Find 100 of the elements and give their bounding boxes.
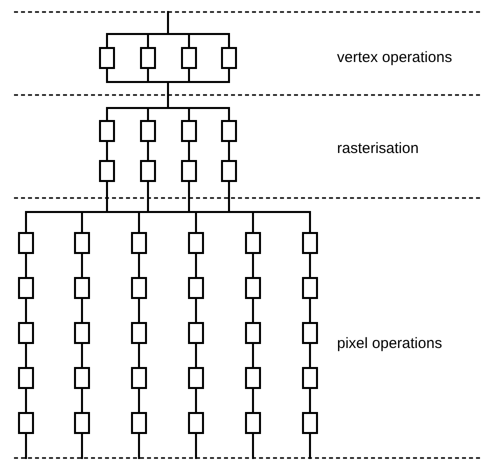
process-box (181, 160, 197, 182)
stage-label: rasterisation (337, 140, 419, 157)
connector-line (81, 211, 108, 213)
process-box (99, 160, 115, 182)
connector-line (25, 388, 27, 413)
connector-line (188, 33, 197, 35)
connector-line (106, 107, 108, 121)
connector-line (147, 181, 149, 213)
process-box (18, 412, 34, 434)
process-box (188, 412, 204, 434)
process-box (18, 232, 34, 254)
connector-line (81, 211, 83, 233)
connector-line (228, 33, 230, 48)
connector-line (25, 433, 27, 459)
connector-line (195, 211, 230, 213)
connector-line (228, 181, 230, 213)
connector-line (138, 253, 140, 278)
process-box (245, 322, 261, 344)
connector-line (147, 68, 149, 83)
connector-line (252, 253, 254, 278)
process-box (99, 47, 115, 69)
process-box (221, 160, 237, 182)
connector-line (309, 388, 311, 413)
connector-line (81, 343, 83, 368)
process-box (131, 412, 147, 434)
connector-line (195, 433, 197, 459)
connector-line (167, 211, 190, 213)
connector-line (195, 388, 197, 413)
connector-line (195, 33, 230, 35)
process-box (140, 160, 156, 182)
stage-label: vertex operations (337, 49, 452, 66)
process-box (131, 232, 147, 254)
connector-line (147, 141, 149, 161)
process-box (74, 232, 90, 254)
connector-line (138, 433, 140, 459)
connector-line (106, 33, 108, 48)
connector-line (25, 343, 27, 368)
connector-line (138, 211, 140, 233)
connector-line (228, 68, 230, 83)
connector-line (188, 33, 190, 48)
connector-line (167, 11, 169, 35)
connector-line (228, 107, 230, 121)
connector-line (188, 107, 197, 109)
connector-line (106, 211, 140, 213)
connector-line (188, 81, 197, 83)
connector-line (106, 107, 140, 109)
connector-line (252, 211, 254, 233)
connector-line (138, 298, 140, 323)
connector-line (147, 81, 169, 83)
connector-line (309, 343, 311, 368)
connector-line (81, 253, 83, 278)
connector-line (228, 141, 230, 161)
process-box (188, 322, 204, 344)
connector-line (138, 81, 149, 83)
connector-line (25, 211, 27, 233)
connector-line (138, 211, 149, 213)
connector-line (147, 33, 149, 48)
connector-line (195, 298, 197, 323)
process-box (74, 322, 90, 344)
connector-line (167, 81, 190, 83)
connector-line (81, 388, 83, 413)
process-box (74, 367, 90, 389)
connector-line (309, 433, 311, 459)
connector-line (188, 211, 197, 213)
connector-line (188, 68, 190, 83)
connector-line (106, 181, 108, 213)
process-box (245, 367, 261, 389)
connector-line (25, 211, 83, 213)
connector-line (309, 211, 311, 233)
connector-line (138, 343, 140, 368)
process-box (302, 232, 318, 254)
process-box (131, 277, 147, 299)
connector-line (195, 81, 230, 83)
stage-label: pixel operations (337, 335, 442, 352)
connector-line (309, 253, 311, 278)
connector-line (195, 343, 197, 368)
connector-line (252, 433, 254, 459)
connector-line (167, 107, 190, 109)
process-box (18, 322, 34, 344)
process-box (245, 232, 261, 254)
process-box (221, 47, 237, 69)
connector-line (167, 33, 190, 35)
connector-line (252, 211, 311, 213)
process-box (302, 322, 318, 344)
connector-line (147, 33, 169, 35)
connector-line (167, 81, 169, 109)
connector-line (106, 68, 108, 83)
connector-line (309, 298, 311, 323)
connector-line (188, 107, 190, 121)
connector-line (195, 107, 230, 109)
connector-line (252, 388, 254, 413)
connector-line (25, 298, 27, 323)
connector-line (252, 298, 254, 323)
process-box (221, 120, 237, 142)
process-box (302, 412, 318, 434)
connector-line (106, 81, 140, 83)
connector-line (138, 107, 149, 109)
connector-line (81, 298, 83, 323)
connector-line (147, 107, 149, 121)
process-box (302, 277, 318, 299)
